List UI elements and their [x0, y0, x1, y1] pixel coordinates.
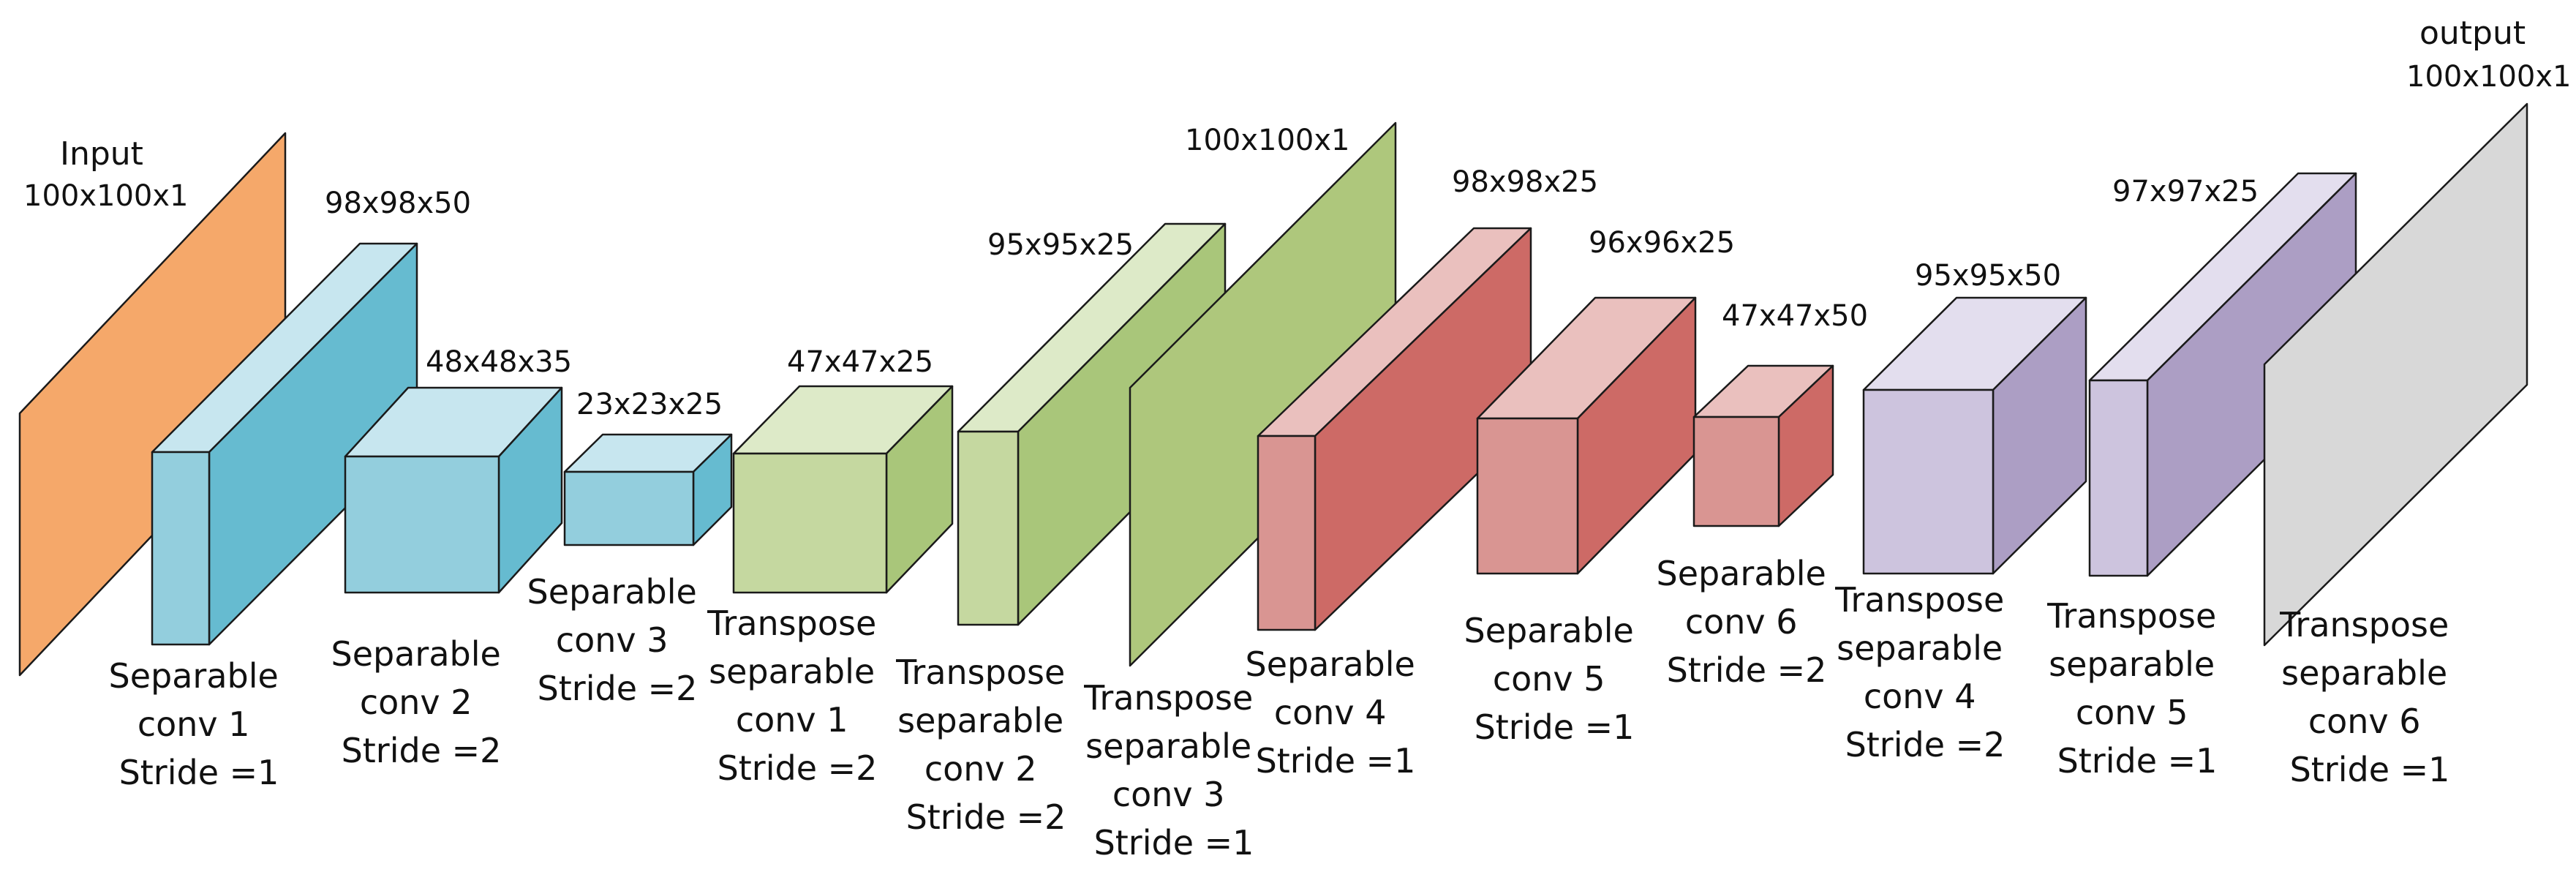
layer-transpose-separable-conv-2	[957, 222, 1227, 626]
layer-7-dims: 98x98x25	[1452, 165, 1598, 199]
input-title: Input	[60, 135, 143, 173]
layer-8-dims: 96x96x25	[1589, 226, 1735, 260]
layer-4-caption: Transpose separable conv 1 Stride =2	[707, 604, 887, 788]
layer-10-dims: 95x95x50	[1915, 259, 2061, 293]
layer-separable-conv-1	[151, 242, 418, 646]
layer-5-caption: Transpose separable conv 2 Stride =2	[895, 653, 1076, 837]
layer-3-dims: 23x23x25	[576, 388, 723, 421]
layer-4-dims: 47x47x25	[787, 345, 933, 379]
layer-8-front	[1476, 417, 1579, 575]
layer-3-caption: Separable conv 3 Stride =2	[527, 572, 708, 708]
layer-2-front	[344, 455, 500, 594]
layer-2-caption: Separable conv 2 Stride =2	[331, 634, 512, 770]
layer-11-dims: 97x97x25	[2112, 175, 2259, 208]
output-plane	[2263, 102, 2528, 647]
layer-2-dims: 48x48x35	[426, 345, 572, 379]
layer-4-front	[732, 452, 888, 594]
layer-separable-conv-5	[1476, 296, 1697, 575]
layer-3-front	[563, 470, 695, 546]
layer-separable-conv-3	[563, 433, 733, 546]
output-dims: 100x100x1	[2406, 60, 2572, 94]
output-title: output	[2419, 15, 2526, 52]
layer-10-front	[1862, 388, 1995, 575]
layer-7-front	[1257, 435, 1317, 631]
layer-1-front	[151, 451, 211, 646]
layer-separable-conv-4	[1257, 227, 1532, 631]
layer-5-dims: 95x95x25	[987, 228, 1134, 262]
layer-1-caption: Separable conv 1 Stride =1	[109, 656, 290, 792]
layer-separable-conv-2	[344, 386, 563, 594]
layer-9-front	[1692, 416, 1780, 527]
layer-8-caption: Separable conv 5 Stride =1	[1464, 611, 1645, 747]
layer-10-caption: Transpose separable conv 4 Stride =2	[1834, 580, 2015, 764]
input-dims: 100x100x1	[23, 179, 189, 213]
layer-transpose-separable-conv-1	[732, 385, 954, 594]
layer-5-front	[957, 430, 1020, 626]
layer-1-dims: 98x98x50	[325, 187, 471, 220]
layer-7-caption: Separable conv 4 Stride =1	[1246, 644, 1426, 781]
layer-9-caption: Separable conv 6 Stride =2	[1657, 554, 1837, 690]
layer-12-caption: Transpose separable conv 6 Stride =1	[2279, 605, 2460, 789]
layer-separable-conv-6	[1692, 364, 1834, 527]
layer-transpose-separable-conv-4	[1862, 296, 2087, 575]
layer-6-caption: Transpose separable conv 3 Stride =1	[1083, 678, 1264, 862]
bottleneck-dims: 100x100x1	[1185, 124, 1350, 157]
layer-transpose-separable-conv-5	[2088, 172, 2357, 577]
layer-9-dims: 47x47x50	[1722, 299, 1868, 333]
layer-11-caption: Transpose separable conv 5 Stride =1	[2046, 596, 2227, 781]
layer-11-front	[2088, 379, 2149, 577]
